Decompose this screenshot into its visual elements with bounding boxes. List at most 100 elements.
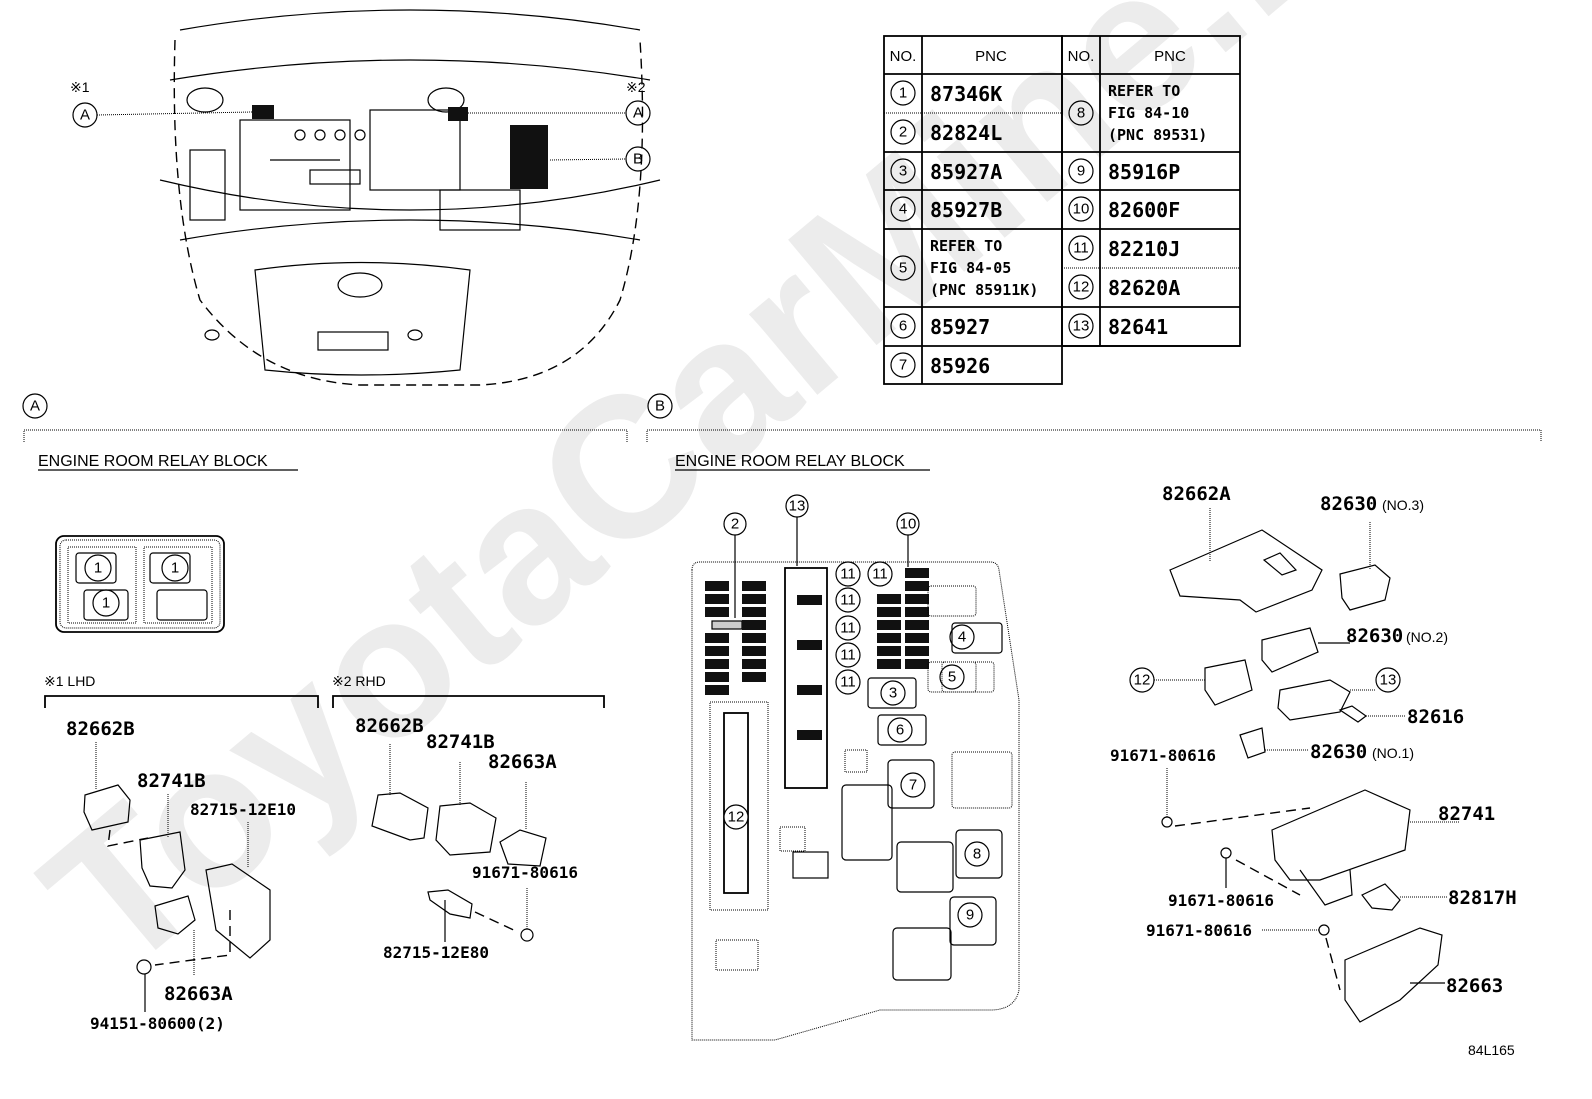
svg-text:4: 4 — [899, 201, 907, 218]
callout-a-rhd[interactable]: ※2 A — [468, 79, 651, 126]
svg-text:6: 6 — [899, 318, 907, 335]
svg-text:11: 11 — [840, 566, 856, 583]
svg-text:1: 1 — [94, 560, 102, 577]
svg-text:13: 13 — [1073, 318, 1090, 335]
table-row: 5 REFER TO FIG 84-05 (PNC 85911K) — [890, 237, 1038, 299]
part-82817H: 82817H — [1448, 887, 1517, 909]
svg-text:1: 1 — [171, 560, 179, 577]
svg-text:82741B: 82741B — [137, 770, 206, 792]
ref-12: 12 — [1134, 672, 1151, 689]
svg-text:85927B: 85927B — [930, 198, 1002, 222]
svg-text:(NO.1): (NO.1) — [1372, 745, 1414, 761]
svg-text:85927: 85927 — [930, 315, 990, 339]
svg-text:B: B — [655, 398, 665, 415]
svg-text:11: 11 — [1073, 240, 1089, 257]
svg-text:9: 9 — [1077, 163, 1085, 180]
marker-6: 6 — [877, 714, 927, 746]
part-82741: 82741 — [1438, 803, 1495, 825]
svg-text:3: 3 — [889, 685, 897, 702]
marker-11: 11 — [835, 587, 861, 613]
svg-text:12: 12 — [728, 809, 745, 826]
svg-text:82824L: 82824L — [930, 121, 1002, 145]
svg-text:82741B: 82741B — [426, 731, 495, 753]
svg-text:1: 1 — [102, 595, 110, 612]
table-row: 9 85916P — [1068, 158, 1180, 184]
svg-text:91671-80616: 91671-80616 — [472, 863, 578, 882]
part-bolt-2: 91671-80616 — [1168, 891, 1274, 910]
svg-text:(PNC 85911K): (PNC 85911K) — [930, 281, 1038, 299]
header-no: NO. — [1068, 48, 1095, 65]
table-row: 4 85927B — [890, 196, 1002, 222]
svg-text:82620A: 82620A — [1108, 276, 1180, 300]
svg-text:B: B — [633, 151, 643, 168]
svg-text:87346K: 87346K — [930, 82, 1002, 106]
svg-text:82663A: 82663A — [488, 751, 557, 773]
svg-text:82715-12E80: 82715-12E80 — [383, 943, 489, 962]
section-a-marker — [22, 393, 48, 419]
marker-12: 12 — [723, 804, 749, 830]
svg-text:REFER TO: REFER TO — [1108, 82, 1180, 100]
callout-b[interactable]: B — [549, 146, 651, 172]
svg-text:A: A — [80, 107, 90, 124]
svg-text:82641: 82641 — [1108, 315, 1168, 339]
svg-text:85926: 85926 — [930, 354, 990, 378]
marker-11: 11 — [835, 561, 861, 587]
figure-code: 84L165 — [1468, 1042, 1515, 1058]
svg-text:(PNC 89531): (PNC 89531) — [1108, 126, 1207, 144]
svg-text:13: 13 — [789, 498, 806, 515]
section-b-marker — [647, 393, 673, 419]
svg-text:10: 10 — [1073, 201, 1090, 218]
svg-text:7: 7 — [909, 777, 917, 794]
svg-text:8: 8 — [1077, 105, 1085, 122]
marker-8: 8 — [955, 829, 1003, 879]
marker-11: 11 — [835, 642, 861, 668]
rhd-label: ※2 RHD — [332, 673, 386, 689]
svg-text:82662B: 82662B — [355, 715, 424, 737]
table-row: 13 82641 — [1068, 313, 1168, 339]
lhd-label: ※1 LHD — [44, 673, 95, 689]
svg-text:82600F: 82600F — [1108, 198, 1180, 222]
svg-text:2: 2 — [731, 516, 739, 533]
svg-text:85916P: 85916P — [1108, 160, 1180, 184]
svg-text:82715-12E10: 82715-12E10 — [190, 800, 296, 819]
svg-text:5: 5 — [899, 260, 907, 277]
svg-text:12: 12 — [1073, 279, 1090, 296]
part-82630-no1: 82630 — [1310, 741, 1367, 763]
table-row: 10 82600F — [1068, 196, 1180, 222]
svg-text:(NO.2): (NO.2) — [1406, 629, 1448, 645]
svg-text:10: 10 — [900, 516, 917, 533]
table-row: 8 REFER TO FIG 84-10 (PNC 89531) — [1068, 82, 1207, 144]
part-82630-no2: 82630 — [1346, 625, 1403, 647]
section-b-title: ENGINE ROOM RELAY BLOCK — [675, 453, 905, 470]
table-row: 7 85926 — [890, 352, 990, 378]
header-pnc: PNC — [1154, 48, 1186, 65]
header-no: NO. — [890, 48, 917, 65]
svg-text:※1: ※1 — [70, 79, 90, 95]
marker-10: 10 — [896, 512, 920, 567]
svg-text:11: 11 — [840, 674, 856, 691]
svg-text:3: 3 — [899, 163, 907, 180]
marker-2: 2 — [723, 512, 747, 618]
svg-text:FIG 84-05: FIG 84-05 — [930, 259, 1011, 277]
svg-text:※2: ※2 — [626, 79, 646, 95]
part-82630-no3: 82630 — [1320, 493, 1377, 515]
svg-text:7: 7 — [899, 357, 907, 374]
svg-text:4: 4 — [958, 629, 966, 646]
part-82663: 82663 — [1446, 975, 1503, 997]
marker-4: 4 — [949, 622, 1003, 654]
marker-11: 11 — [835, 669, 861, 695]
callout-a-lhd[interactable]: ※1 A — [70, 79, 253, 128]
marker-13: 13 — [785, 494, 809, 566]
table-row: 6 85927 — [890, 313, 990, 339]
svg-text:8: 8 — [973, 846, 981, 863]
part-82616: 82616 — [1407, 706, 1464, 728]
svg-text:(NO.3): (NO.3) — [1382, 497, 1424, 513]
callout-circle — [625, 100, 651, 126]
svg-text:REFER TO: REFER TO — [930, 237, 1002, 255]
part-bolt-3: 91671-80616 — [1146, 921, 1252, 940]
svg-text:11: 11 — [872, 566, 888, 583]
